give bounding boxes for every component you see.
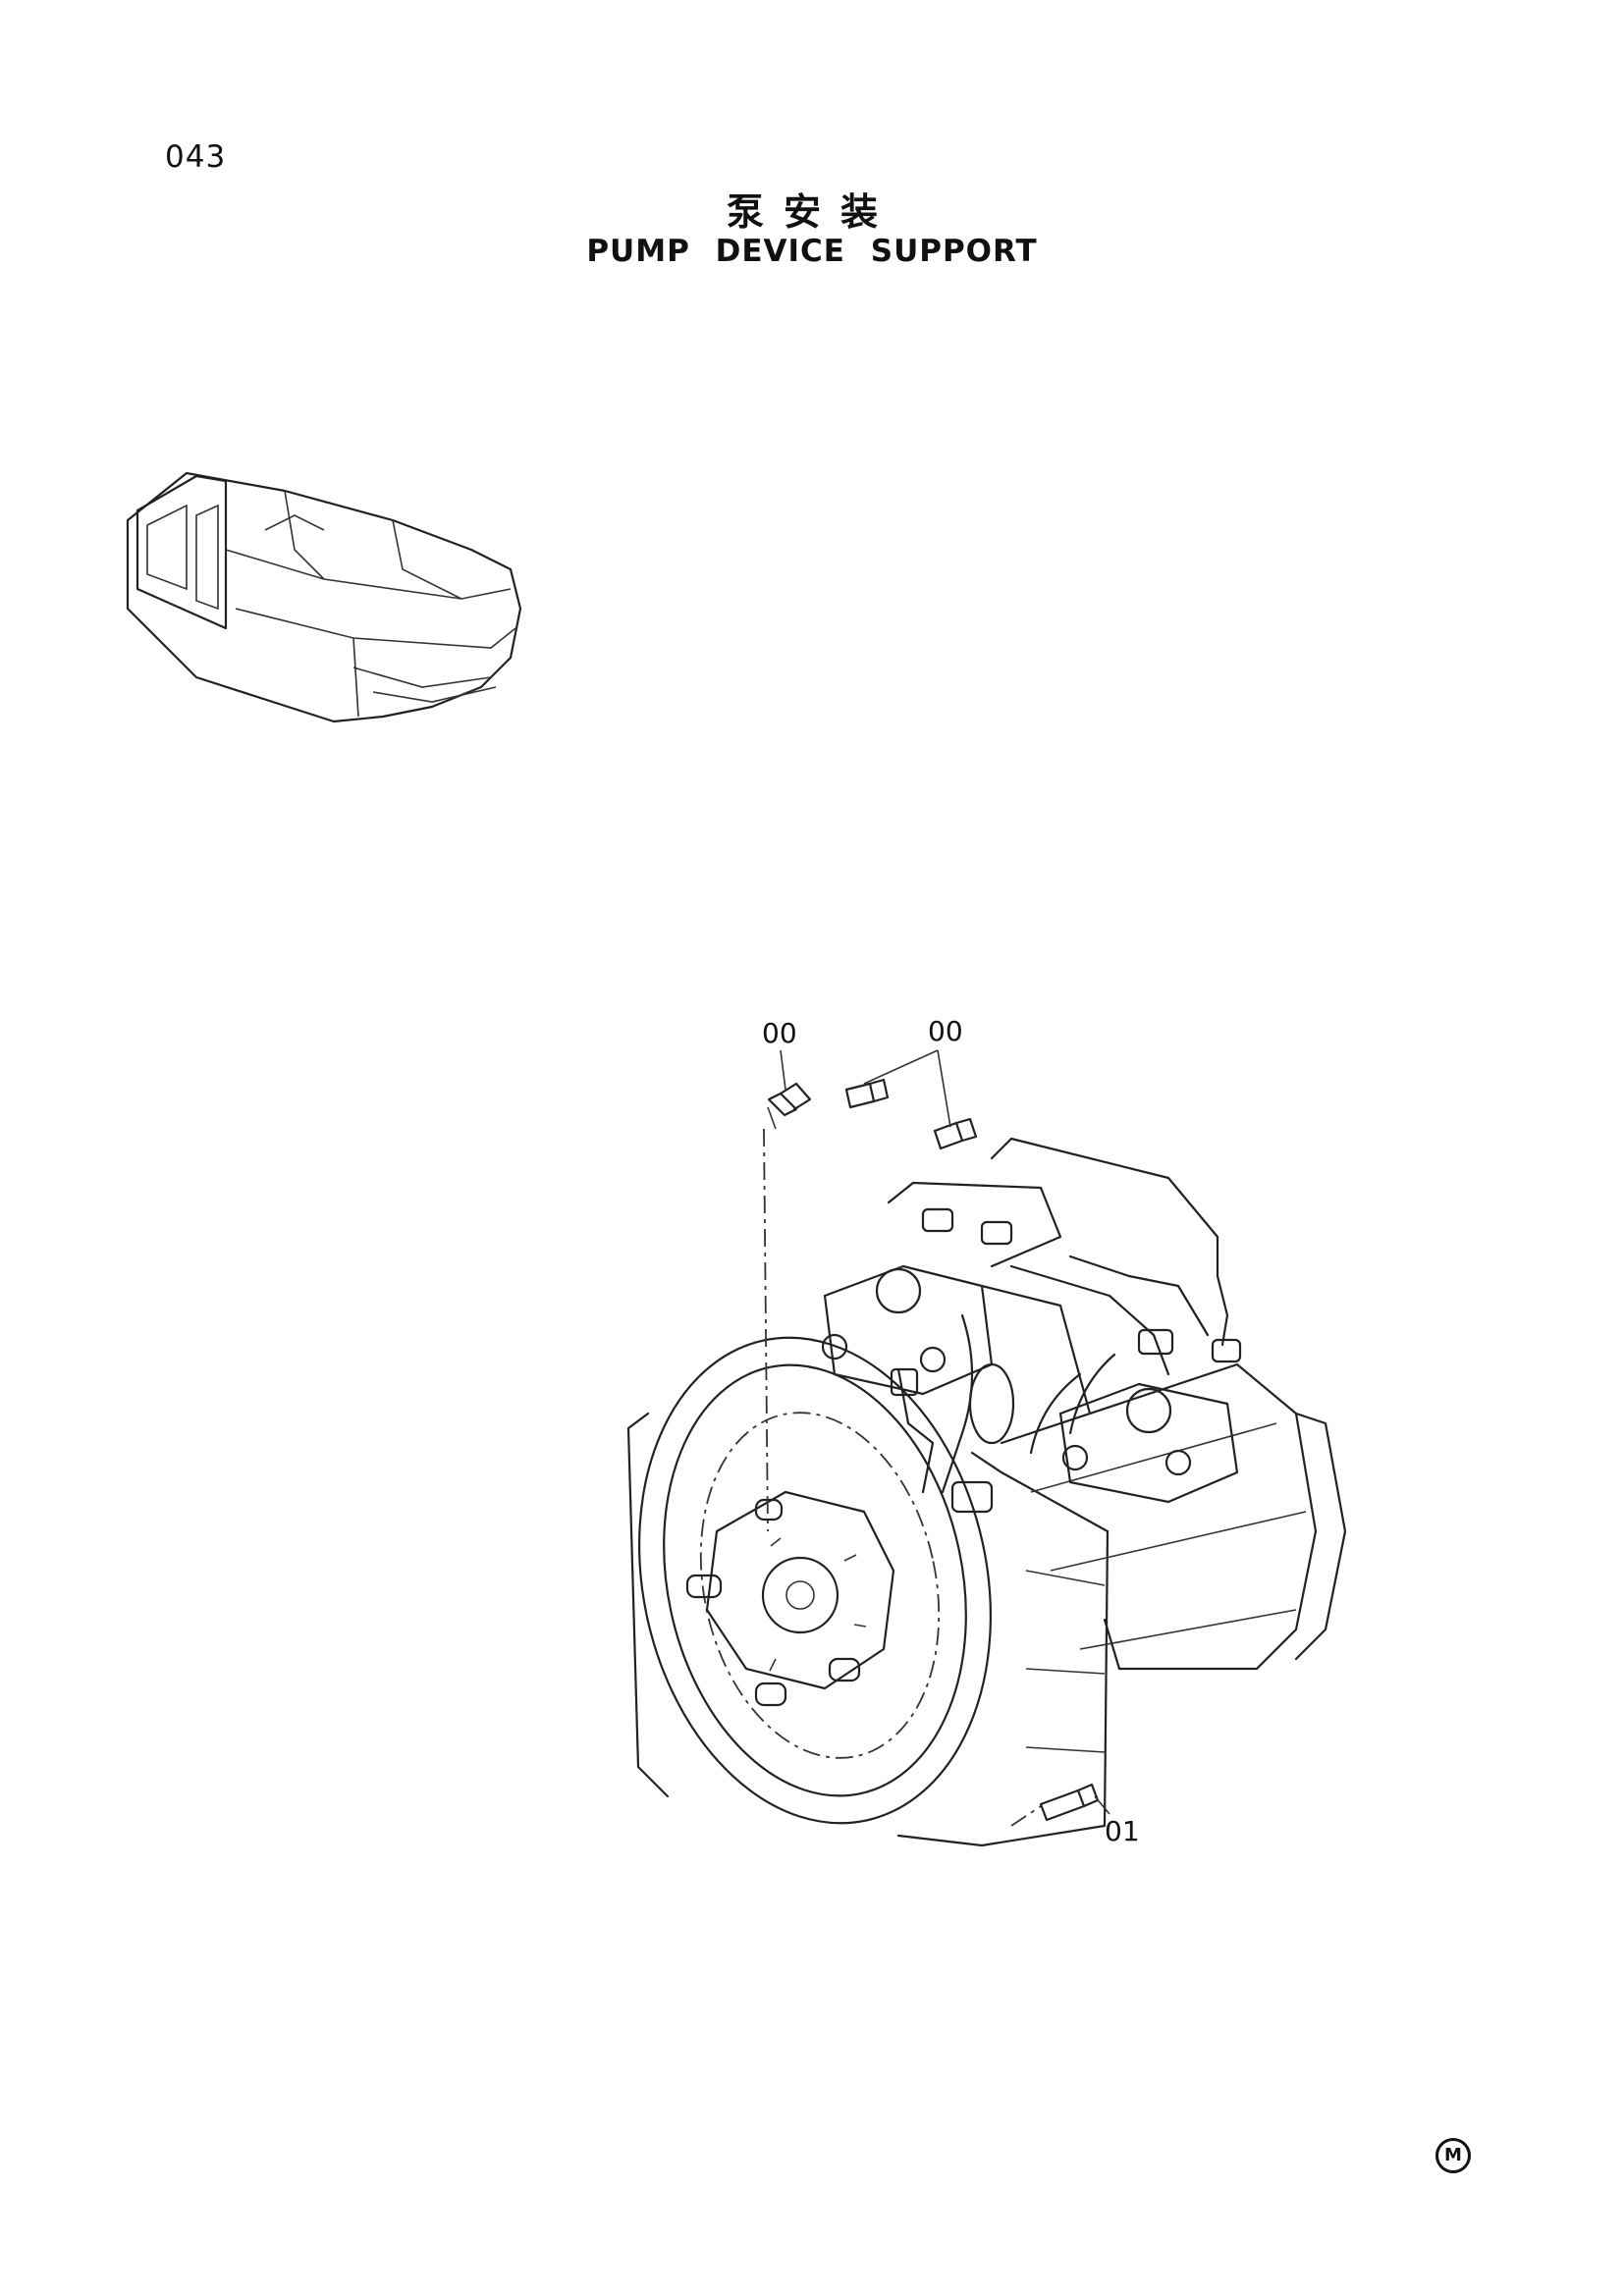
callout-label-bolt-bottom: 01 <box>1105 1815 1140 1847</box>
callout-label-bolt-right: 00 <box>928 1015 963 1047</box>
bolt-right-upper <box>844 1078 890 1109</box>
page-title-english: PUMP DEVICE SUPPORT <box>586 234 1038 269</box>
page-title-chinese: 泵安装 <box>726 190 897 234</box>
excavator-location-thumbnail <box>126 471 522 723</box>
bolt-left <box>767 1082 812 1130</box>
page-number: 043 <box>165 139 227 175</box>
pump-assembly-drawing <box>626 1137 1347 1847</box>
corner-mark-badge: M <box>1435 2138 1471 2173</box>
bolt-right-lower <box>933 1117 978 1150</box>
leader-lines <box>763 1049 1110 1827</box>
bolt-bottom <box>1039 1783 1100 1822</box>
callout-label-bolt-left: 00 <box>762 1017 797 1049</box>
